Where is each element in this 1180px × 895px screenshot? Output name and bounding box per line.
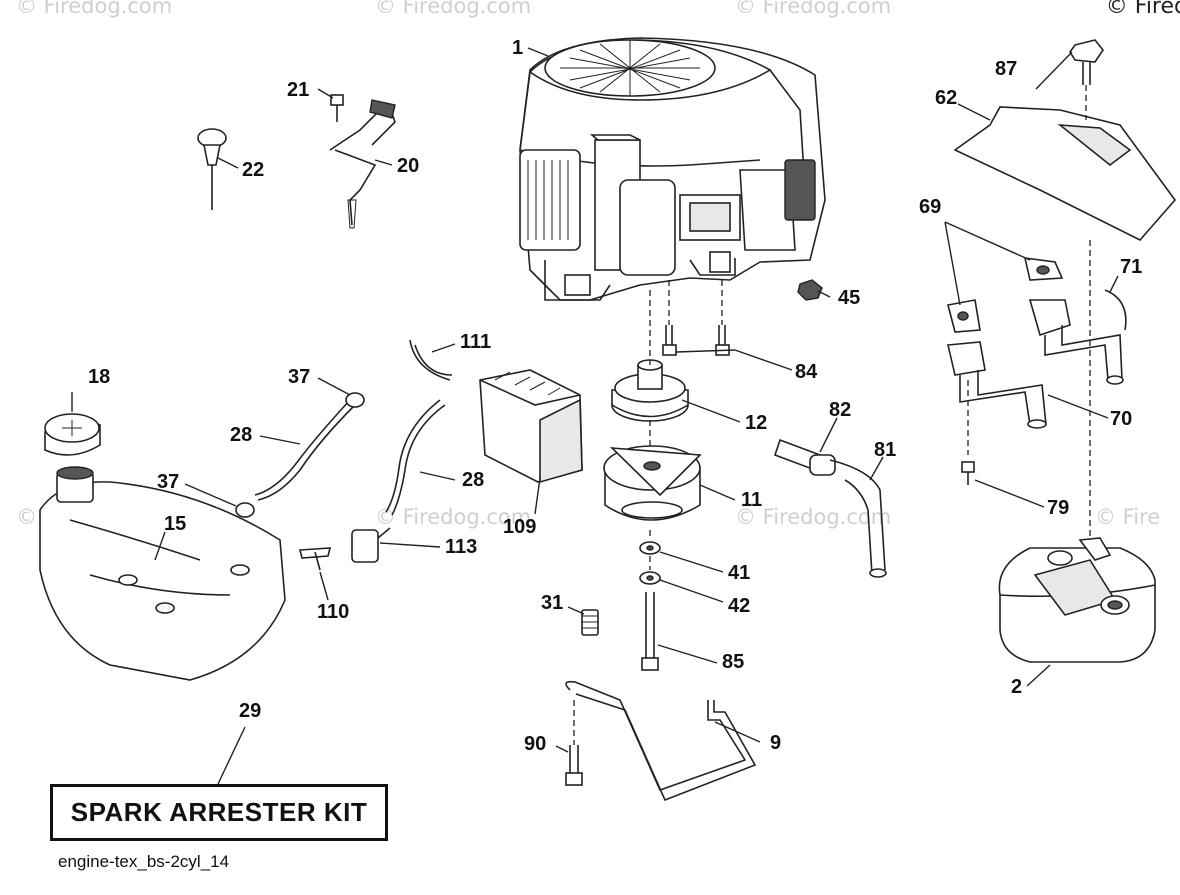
spacer-31-part[interactable] (581, 609, 599, 636)
muffler-2-part[interactable] (998, 537, 1156, 663)
bolt-79-part[interactable] (961, 461, 975, 485)
diagram-code: engine-tex_bs-2cyl_14 (58, 852, 230, 871)
callout-111[interactable]: 111 (460, 331, 492, 353)
fuel-tank-part[interactable] (39, 466, 286, 681)
fuel-valve-82-part[interactable] (773, 438, 836, 476)
watermark: © Firedog.com (375, 505, 532, 529)
callout-11[interactable]: 11 (741, 489, 763, 511)
callout-81[interactable]: 81 (874, 439, 897, 461)
choke-cable-part[interactable] (329, 99, 396, 229)
watermark: © Firedog.com (735, 505, 892, 529)
washer-42-part[interactable] (639, 571, 661, 585)
hose-clamp-37-part[interactable] (235, 392, 365, 518)
watermark: © Fire (1095, 505, 1161, 529)
callout-37[interactable]: 37 (157, 471, 180, 493)
callout-18[interactable]: 18 (88, 366, 111, 388)
callout-87[interactable]: 87 (995, 58, 1018, 80)
callout-84[interactable]: 84 (795, 361, 818, 383)
bolt-85-part[interactable] (641, 592, 659, 671)
heat-shield-62-part[interactable] (953, 106, 1177, 241)
copyright-notice: © Fired (1105, 0, 1180, 19)
callout-69[interactable]: 69 (919, 196, 942, 218)
exhaust-pipe-71-part[interactable] (1028, 289, 1127, 385)
callout-28[interactable]: 28 (230, 424, 253, 446)
watermark: © Firedog.com (16, 0, 173, 18)
hose-81-part[interactable] (829, 459, 887, 578)
fitting-110-part[interactable] (298, 547, 332, 571)
callout-71[interactable]: 71 (1120, 256, 1143, 278)
pulley-12-part[interactable] (611, 359, 689, 422)
rod-9-part[interactable] (565, 680, 757, 802)
electric-clutch-11-part[interactable] (603, 445, 702, 521)
screw-21-part[interactable] (330, 94, 344, 122)
callout-20[interactable]: 20 (397, 155, 420, 177)
callout-79[interactable]: 79 (1047, 497, 1070, 519)
callout-1[interactable]: 1 (512, 37, 524, 59)
engine-part[interactable] (519, 37, 826, 301)
callout-110[interactable]: 110 (317, 601, 350, 623)
callout-31[interactable]: 31 (541, 592, 564, 614)
spark-arrester-kit-label: SPARK ARRESTER KIT (70, 797, 368, 827)
fuel-pump-109-part[interactable] (479, 369, 583, 484)
callout-28[interactable]: 28 (462, 469, 485, 491)
callout-85[interactable]: 85 (722, 651, 745, 673)
callout-90[interactable]: 90 (524, 733, 547, 755)
callout-70[interactable]: 70 (1110, 408, 1133, 430)
fuel-line-28-part[interactable] (257, 404, 356, 501)
washer-41-part[interactable] (639, 541, 661, 555)
callout-12[interactable]: 12 (745, 412, 768, 434)
fuel-cap-part[interactable] (44, 413, 101, 456)
fuel-pump-113-part[interactable] (351, 527, 391, 563)
callout-15[interactable]: 15 (164, 513, 187, 535)
callout-9[interactable]: 9 (770, 732, 782, 754)
callout-109[interactable]: 109 (503, 516, 537, 538)
callout-21[interactable]: 21 (287, 79, 310, 101)
fuel-line-111-part[interactable] (409, 339, 453, 381)
callout-29[interactable]: 29 (239, 700, 262, 722)
callout-2[interactable]: 2 (1011, 676, 1023, 698)
callout-37[interactable]: 37 (288, 366, 311, 388)
exhaust-pipe-70-part[interactable] (947, 341, 1047, 429)
watermark: © Firedog.com (735, 0, 892, 18)
spark-arrester-kit-box[interactable]: SPARK ARRESTER KIT (50, 784, 388, 841)
callout-82[interactable]: 82 (829, 399, 852, 421)
fuel-line-28b-part[interactable] (391, 404, 446, 516)
callout-62[interactable]: 62 (935, 87, 958, 109)
nut-45-part[interactable] (797, 279, 823, 301)
callout-42[interactable]: 42 (728, 595, 751, 617)
callout-22[interactable]: 22 (242, 159, 265, 181)
callout-45[interactable]: 45 (838, 287, 861, 309)
callout-41[interactable]: 41 (728, 562, 751, 584)
exhaust-gasket-69-part[interactable] (947, 257, 1064, 333)
leader-lines (71, 47, 1119, 785)
knob-22-part[interactable] (197, 128, 227, 210)
bolt-90-part[interactable] (565, 745, 583, 786)
callout-113[interactable]: 113 (445, 536, 478, 558)
watermark: © Firedog.com (375, 0, 532, 18)
knob-87-part[interactable] (1069, 39, 1104, 85)
